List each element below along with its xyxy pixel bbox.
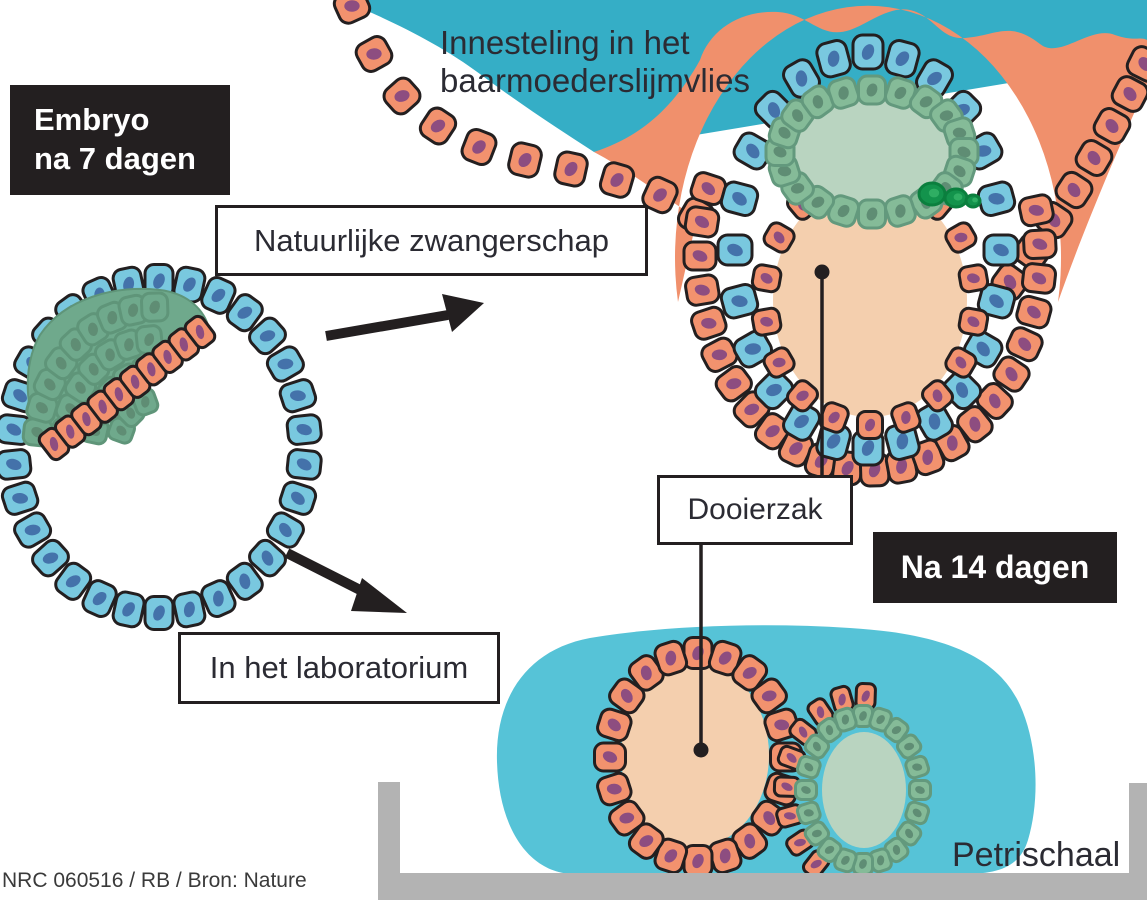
label-petri-dish-text: Petrischaal	[952, 836, 1121, 874]
source-credit-text: NRC 060516 / RB / Bron: Nature	[2, 869, 307, 892]
caption-implantation: Innesteling in het baarmoederslijmvlies	[440, 24, 750, 99]
label-petri-dish: Petrischaal	[952, 836, 1120, 875]
label-yolk-sac-text: Dooierzak	[687, 493, 823, 526]
pathway-arrows	[284, 294, 484, 613]
caption-implantation-line2: baarmoederslijmvlies	[440, 61, 750, 99]
label-in-the-lab-text: In het laboratorium	[209, 650, 469, 685]
label-natural-pregnancy: Natuurlijke zwangerschap	[215, 205, 648, 276]
day7-blastocyst-illustration	[0, 263, 323, 631]
stage-label-day14-text: Na 14 dagen	[900, 549, 1090, 585]
stage-label-day14: Na 14 dagen	[873, 532, 1117, 603]
leader-lines	[693, 264, 830, 758]
source-credit: NRC 060516 / RB / Bron: Nature	[2, 869, 307, 893]
stage-label-day7: Embryo na 7 dagen	[10, 85, 230, 195]
label-in-the-lab: In het laboratorium	[178, 632, 500, 704]
stage-label-day7-line2: na 7 dagen	[34, 141, 196, 176]
stage-label-day7-line1: Embryo	[34, 102, 150, 138]
label-natural-pregnancy-text: Natuurlijke zwangerschap	[254, 222, 609, 258]
petri-dish-illustration	[378, 625, 1147, 900]
label-yolk-sac: Dooierzak	[657, 475, 853, 545]
caption-implantation-line1: Innesteling in het	[440, 24, 690, 61]
